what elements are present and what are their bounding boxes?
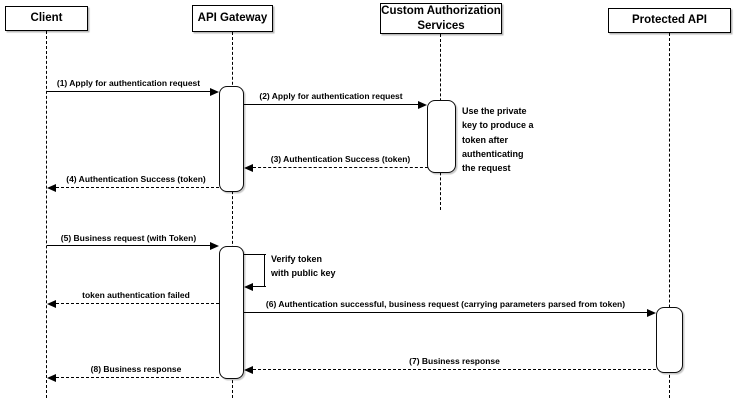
message-token-failed-label: token authentication failed [82, 290, 190, 300]
message-8-line [56, 377, 219, 378]
actor-custom-authorization-services: Custom Authorization Services [380, 3, 502, 34]
activation-api-gateway-auth [219, 86, 244, 192]
actor-api-gateway: API Gateway [192, 5, 273, 32]
message-token-failed-arrowhead-icon [47, 300, 56, 308]
note-private-key: Use the private key to produce a token a… [462, 106, 534, 174]
message-1-label: (1) Apply for authentication request [56, 78, 201, 88]
message-6-arrowhead-icon [647, 309, 656, 317]
message-3-arrowhead-icon [244, 164, 253, 172]
actor-protected-api-label: Protected API [632, 14, 707, 27]
actor-api-gateway-label: API Gateway [197, 12, 268, 25]
self-message-arrowhead-icon [244, 283, 253, 291]
message-6-label: (6) Authentication successful, business … [265, 299, 626, 309]
lifeline-protected-api [669, 33, 670, 398]
message-1-arrowhead-icon [210, 88, 219, 96]
lifeline-client [46, 31, 47, 398]
actor-client: Client [5, 6, 88, 31]
activation-api-gateway-business [219, 246, 244, 379]
message-6-line [244, 312, 647, 313]
message-2-label: (2) Apply for authentication request [259, 91, 403, 101]
message-7-line [253, 369, 656, 370]
message-3-line [253, 167, 428, 168]
message-2-line [244, 104, 418, 105]
message-2-arrowhead-icon [418, 101, 427, 109]
message-1-line [47, 91, 210, 92]
message-token-failed-line [56, 303, 219, 304]
activation-custom-authorization-services [427, 100, 456, 173]
message-5-arrowhead-icon [210, 242, 219, 250]
message-3-label: (3) Authentication Success (token) [270, 154, 411, 164]
message-8-label: (8) Business response [90, 364, 182, 374]
lifeline-api-gateway [232, 32, 233, 398]
message-7-label: (7) Business response [409, 356, 500, 366]
actor-client-label: Client [30, 12, 63, 25]
message-4-arrowhead-icon [47, 184, 56, 192]
message-4-line [56, 187, 219, 188]
self-message-label: Verify token with public key [271, 254, 336, 279]
self-message-top-line [244, 254, 266, 255]
message-5-label: (5) Business request (with Token) [60, 233, 197, 243]
actor-custom-authorization-services-label: Custom Authorization Services [381, 5, 501, 32]
message-4-label: (4) Authentication Success (token) [66, 174, 206, 184]
self-message-right-line [264, 254, 265, 287]
actor-protected-api: Protected API [608, 8, 731, 33]
activation-protected-api [656, 307, 683, 373]
message-7-arrowhead-icon [244, 366, 253, 374]
self-message-bottom-line [253, 286, 266, 287]
message-8-arrowhead-icon [47, 374, 56, 382]
message-5-line [47, 245, 210, 246]
